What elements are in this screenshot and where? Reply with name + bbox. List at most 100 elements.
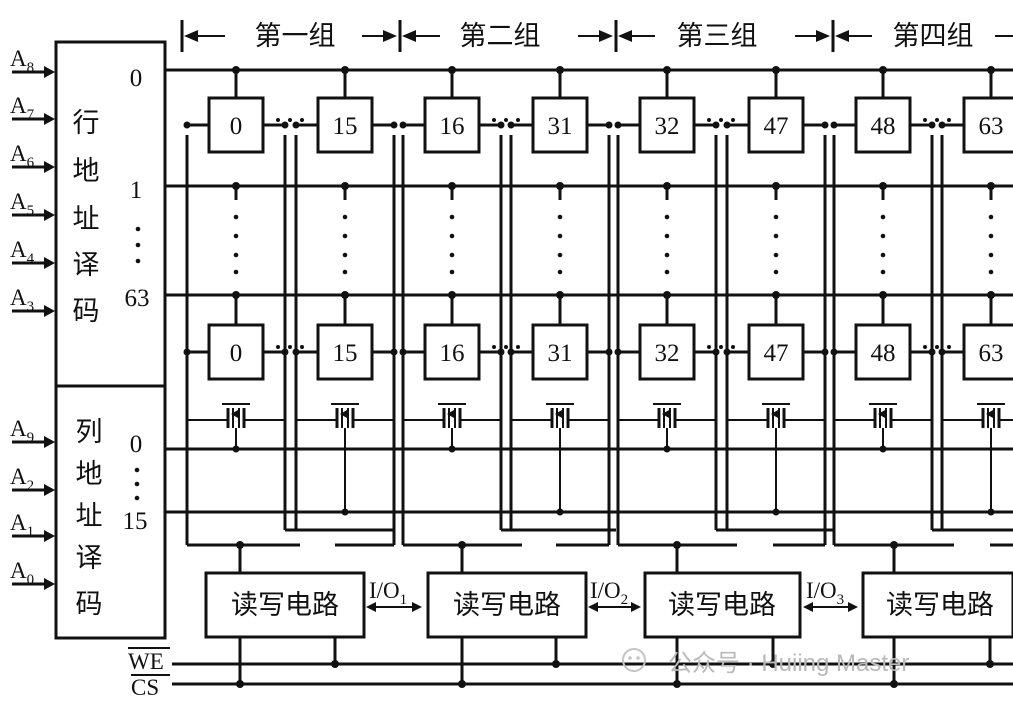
row-input-a7: A7	[10, 93, 35, 123]
memory-cell-label: 32	[655, 113, 680, 140]
junction-dot	[673, 541, 681, 549]
junction-dot	[341, 66, 349, 74]
junction-dot	[821, 121, 829, 129]
junction-dot	[232, 66, 240, 74]
rw-circuit-4	[861, 571, 1013, 639]
row-input-a3: A3	[10, 285, 34, 315]
memory-cell-label: 16	[440, 340, 465, 367]
junction-dot	[987, 508, 995, 516]
rw-circuit-label-3: 读写电路	[668, 590, 776, 620]
transistor-arrow	[878, 410, 885, 418]
junction-dot	[292, 121, 300, 129]
junction-dot	[300, 345, 304, 349]
junction-dot	[556, 291, 564, 299]
junction-dot	[557, 269, 563, 275]
watermark: 公众号 · Huiing Master	[622, 648, 909, 677]
junction-dot	[723, 348, 731, 356]
junction-dot	[988, 269, 994, 275]
junction-dot	[938, 121, 946, 129]
junction-dot	[880, 233, 886, 239]
group-label-2: 第二组	[460, 21, 541, 51]
memory-cell-label: 15	[333, 113, 358, 140]
control-signals: WE CS	[128, 647, 1013, 700]
memory-cell	[854, 323, 912, 381]
memory-cell	[962, 323, 1013, 381]
row-decoder-char-1: 行	[73, 108, 100, 138]
rw-circuit-1	[204, 571, 366, 639]
junction-dot	[988, 252, 994, 258]
col-decoder-char-1: 列	[76, 417, 103, 447]
junction-dot	[288, 345, 292, 349]
junction-dot	[830, 121, 838, 129]
junction-dot	[880, 214, 886, 220]
junction-dot	[719, 345, 723, 349]
junction-dot	[448, 66, 456, 74]
memory-cell	[962, 96, 1013, 154]
junction-dot	[233, 252, 239, 258]
group-label-3: 第三组	[677, 21, 758, 51]
junction-dot	[342, 252, 348, 258]
junction-dot	[449, 214, 455, 220]
memory-cell-label: 32	[655, 340, 680, 367]
junction-dot	[830, 348, 838, 356]
memory-cell-label: 63	[979, 113, 1004, 140]
junction-dot	[556, 66, 564, 74]
junction-dot	[614, 348, 622, 356]
transistor-arrow	[447, 410, 454, 418]
junction-dot	[507, 348, 515, 356]
junction-dot	[390, 348, 398, 356]
transistor-arrow	[555, 410, 562, 418]
memory-cell-label: 47	[764, 113, 789, 140]
junction-dot	[342, 233, 348, 239]
row-select-lines	[165, 68, 1013, 297]
junction-dot	[938, 348, 946, 356]
junction-dot	[731, 345, 735, 349]
junction-dot	[664, 214, 670, 220]
row-decoder-char-5: 码	[73, 296, 100, 326]
row-input-a5: A5	[10, 189, 34, 219]
junction-dot	[614, 121, 622, 129]
junction-dot	[516, 118, 520, 122]
junction-dot	[390, 121, 398, 129]
rw-circuit-2	[426, 571, 588, 639]
transistor-arrow	[771, 410, 778, 418]
junction-dot	[516, 345, 520, 349]
junction-dot	[772, 508, 780, 516]
junction-dot	[880, 269, 886, 275]
io-label-3: I/O3	[806, 578, 844, 608]
junction-dot	[890, 541, 898, 549]
rw-circuit-label-2: 读写电路	[453, 590, 561, 620]
column-select-lines	[165, 447, 1013, 514]
junction-dot	[935, 118, 939, 122]
junction-dot	[557, 214, 563, 220]
column-decoder-inputs: A9 A2 A1 A0	[10, 416, 55, 590]
junction-dot	[399, 348, 407, 356]
junction-dot	[773, 252, 779, 258]
col-output-last: 15	[123, 508, 148, 535]
junction-dot	[935, 345, 939, 349]
junction-dot	[773, 269, 779, 275]
junction-dot	[399, 121, 407, 129]
junction-dot	[928, 348, 936, 356]
read-write-circuits: 读写电路 读写电路 读写电路 读写电路	[204, 571, 1013, 639]
junction-dot	[507, 121, 515, 129]
junction-dot	[605, 121, 613, 129]
memory-cell	[854, 96, 912, 154]
memory-cell-label: 31	[548, 113, 573, 140]
junction-dot	[723, 121, 731, 129]
junction-dot	[987, 291, 995, 299]
row-decoder-inputs: A8 A7 A6 A5 A4 A3	[10, 46, 55, 317]
transistor-arrow	[231, 410, 238, 418]
junction-dot	[281, 348, 289, 356]
junction-dot	[342, 214, 348, 220]
memory-cell-label: 16	[440, 113, 465, 140]
junction-dot	[923, 118, 927, 122]
junction-dot	[183, 121, 191, 129]
junction-dot	[663, 291, 671, 299]
rw-circuit-label-4: 读写电路	[886, 590, 994, 620]
row-output-first: 0	[130, 65, 143, 92]
junction-dot	[492, 345, 496, 349]
junction-dot	[879, 291, 887, 299]
col-decoder-char-5: 码	[76, 589, 103, 619]
junction-dot	[988, 233, 994, 239]
